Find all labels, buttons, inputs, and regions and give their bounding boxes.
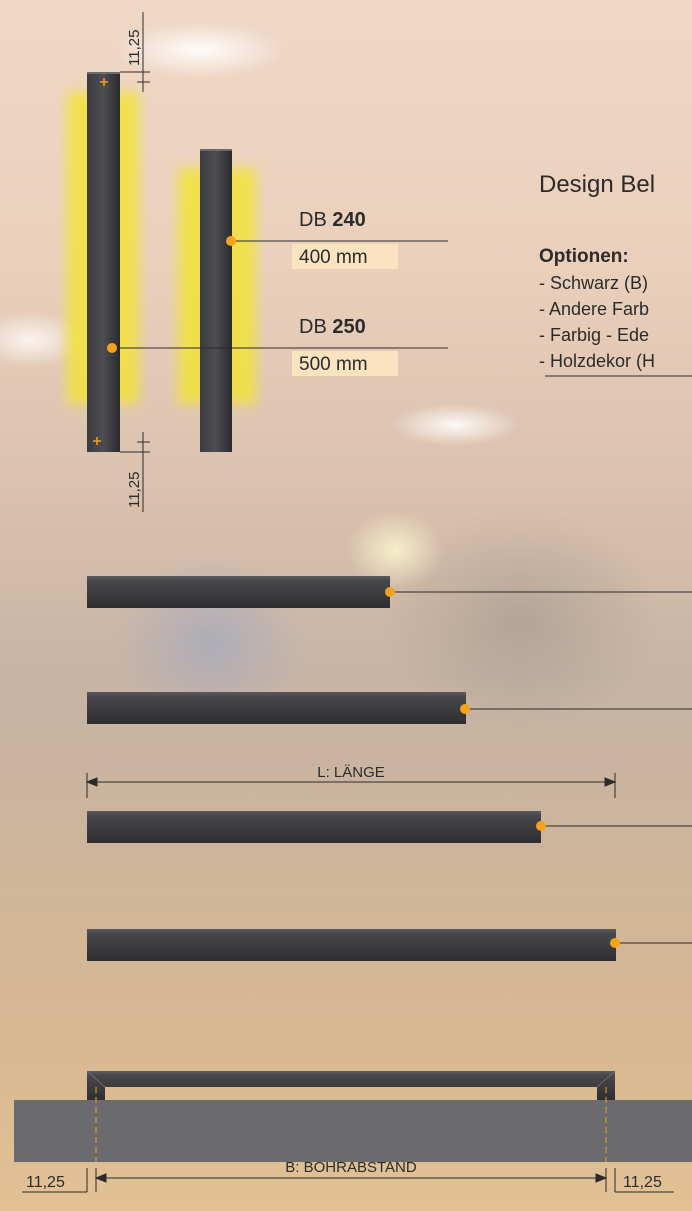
dim-right-offset-label: 11,25 [623,1174,662,1191]
model-db250-length-bg [292,351,398,376]
handle-horizontal-2 [87,692,692,724]
dim-bottom [120,432,150,512]
handle-side-profile [86,1070,616,1101]
model-db250-name: DB 250 [299,316,366,338]
dim-laenge-label: L: LÄNGE [317,764,385,781]
model-db240-length-bg [292,244,398,269]
option-item: - Holzdekor (H [539,351,655,371]
mounting-surface [14,1100,692,1162]
dim-bottom-label: 11,25 [126,472,143,508]
model-db250-length: 500 mm [299,354,368,375]
option-item: - Schwarz (B) [539,273,648,293]
dot-db250 [107,343,117,353]
handle-horizontal-1 [87,576,692,608]
model-db240-length: 400 mm [299,247,368,268]
center-mark-bottom [93,437,101,445]
dim-bohrabstand [22,1168,674,1193]
page-title: Design Bel [539,171,655,198]
drill-centerlines [95,1087,607,1162]
option-item: - Farbig - Ede [539,325,649,345]
dot-db240 [226,236,236,246]
dim-left-offset-label: 11,25 [26,1174,65,1191]
dim-top-label: 11,25 [126,30,143,66]
model-db240-name: DB 240 [299,209,366,231]
dim-top [120,12,150,92]
handle-vertical-db240 [200,149,232,452]
center-mark-top [100,78,108,86]
options-heading: Optionen: [539,246,629,267]
handle-horizontal-4 [87,929,692,961]
option-item: - Andere Farb [539,299,649,319]
handle-vertical-db250 [87,72,120,452]
dim-bohrabstand-label: B: BOHRABSTAND [285,1159,417,1176]
dim-laenge [85,773,617,798]
handle-horizontal-3 [87,811,692,843]
